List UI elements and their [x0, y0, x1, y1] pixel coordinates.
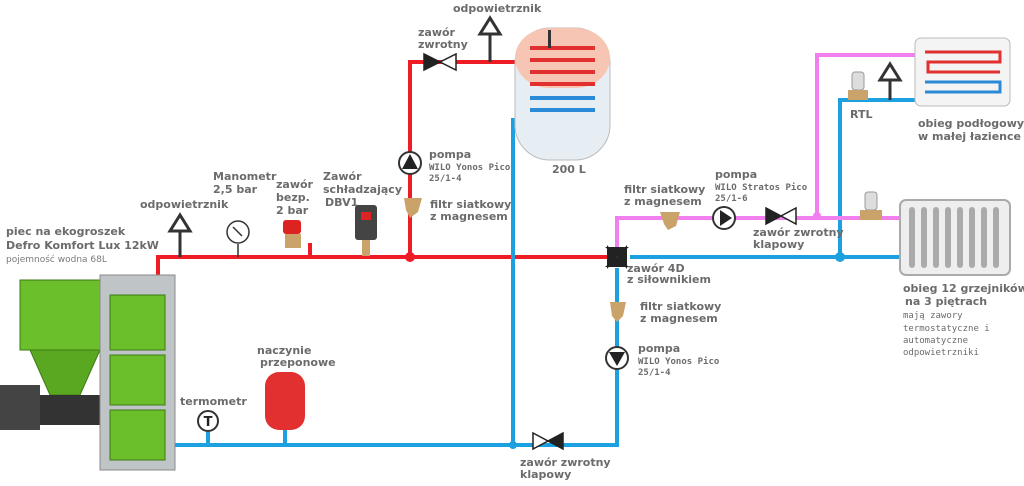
check-valve-bottom-icon	[532, 431, 564, 451]
manometer-value: 2,5 bar	[213, 183, 258, 196]
dbv-label-1: Zawór	[323, 170, 362, 183]
dbv-label-2: schładzający	[323, 183, 402, 196]
pump-rad-size: 25/1-6	[715, 194, 748, 204]
check-valve-rad-icon	[765, 206, 797, 226]
filter-tank-label-2: z magnesem	[430, 210, 508, 223]
tank-label: 200 L	[552, 163, 586, 176]
rtl-label: RTL	[850, 108, 873, 121]
filter-tank-label-1: filtr siatkowy	[430, 198, 511, 211]
thermometer-icon: T	[197, 410, 219, 432]
pump-tank-icon	[398, 151, 422, 175]
junction-red	[405, 252, 415, 262]
rtl-valve-icon	[848, 71, 868, 100]
filter-rad-label-1: filtr siatkowy	[624, 183, 705, 196]
check-bottom-label-2: klapowy	[520, 468, 571, 481]
return-pipes	[175, 98, 918, 447]
floor-label-1: obieg podłogowy	[918, 117, 1024, 130]
radiators-note-3: automatyczne	[903, 336, 968, 346]
radiators-note-2: termostatyczne i	[903, 324, 990, 334]
pump-rad-icon	[712, 206, 736, 230]
filter-ret-icon	[610, 302, 626, 322]
pump-ret-size: 25/1-4	[638, 368, 671, 378]
filter-ret-label-1: filtr siatkowy	[640, 300, 721, 313]
air-vent-floor-icon	[877, 61, 903, 100]
boiler-image	[0, 274, 176, 471]
pump-ret-model: WILO Yonos Pico	[638, 356, 719, 367]
cooling-valve-icon	[355, 205, 377, 256]
safety-valve-label-2: bezp.	[276, 191, 310, 204]
pump-ret-label: pompa	[638, 342, 680, 355]
valve4d-label-1: zawór 4D	[627, 262, 685, 275]
thermostatic-valve-icon	[860, 191, 882, 220]
junction-blue-2	[509, 441, 517, 449]
air-vent-top-icon	[477, 15, 503, 62]
pump-rad-label: pompa	[715, 168, 757, 181]
pump-tank-label: pompa	[429, 148, 471, 161]
expansion-vessel-icon	[265, 372, 305, 430]
radiators-note-4: odpowietrzniki	[903, 348, 979, 358]
floor-heating-coil	[914, 37, 1011, 107]
manometer-icon	[226, 220, 250, 257]
vent-left-label: odpowietrznik	[140, 198, 229, 211]
floor-supply-pipes	[615, 53, 920, 248]
check-top-label-1: zawór	[418, 26, 456, 39]
check-top-label-2: zwrotny	[418, 38, 468, 51]
check-bottom-label-1: zawór zwrotny	[520, 456, 611, 469]
check-rad-label-2: klapowy	[753, 238, 804, 251]
filter-rad-label-2: z magnesem	[624, 195, 702, 208]
safety-valve-icon	[283, 220, 301, 248]
expansion-label-2: przeponowe	[260, 356, 336, 369]
radiators-label-1: obieg 12 grzejników	[903, 282, 1024, 295]
dbv-label-3: DBV1	[325, 196, 358, 209]
junction-blue	[835, 252, 845, 262]
air-vent-icon	[167, 212, 193, 257]
manometer-label: Manometr	[213, 170, 277, 183]
pump-ret-icon	[605, 346, 629, 370]
filter-rad-icon	[660, 212, 680, 230]
check-rad-label-1: zawór zwrotny	[753, 226, 844, 239]
floor-label-2: w małej łazience	[918, 130, 1021, 143]
pump-tank-size: 25/1-4	[429, 174, 462, 184]
radiators-label-2: na 3 piętrach	[905, 295, 987, 308]
junction-pink	[813, 212, 821, 220]
pump-rad-model: WILO Stratos Pico	[715, 182, 807, 193]
pump-tank-model: WILO Yonos Pico	[429, 162, 510, 173]
valve4d-label-2: z siłownikiem	[627, 273, 711, 286]
check-valve-top-icon	[423, 52, 457, 72]
radiator-icon	[899, 199, 1011, 276]
hot-water-tank	[514, 27, 611, 161]
safety-valve-label-1: zawór	[276, 178, 314, 191]
safety-valve-label-3: 2 bar	[276, 204, 309, 217]
svg-text:T: T	[204, 415, 213, 430]
four-way-valve-icon	[605, 245, 629, 269]
boiler-title: piec na ekogroszek	[6, 225, 126, 238]
filter-ret-label-2: z magnesem	[640, 312, 718, 325]
vent-top-label: odpowietrznik	[453, 2, 542, 15]
boiler-capacity: pojemność wodna 68L	[6, 254, 107, 265]
filter-tank-icon	[404, 198, 422, 218]
thermometer-label: termometr	[180, 395, 247, 408]
radiators-note-1: mają zawory	[903, 311, 963, 321]
expansion-label-1: naczynie	[257, 344, 311, 357]
boiler-model: Defro Komfort Lux 12kW	[6, 239, 159, 252]
